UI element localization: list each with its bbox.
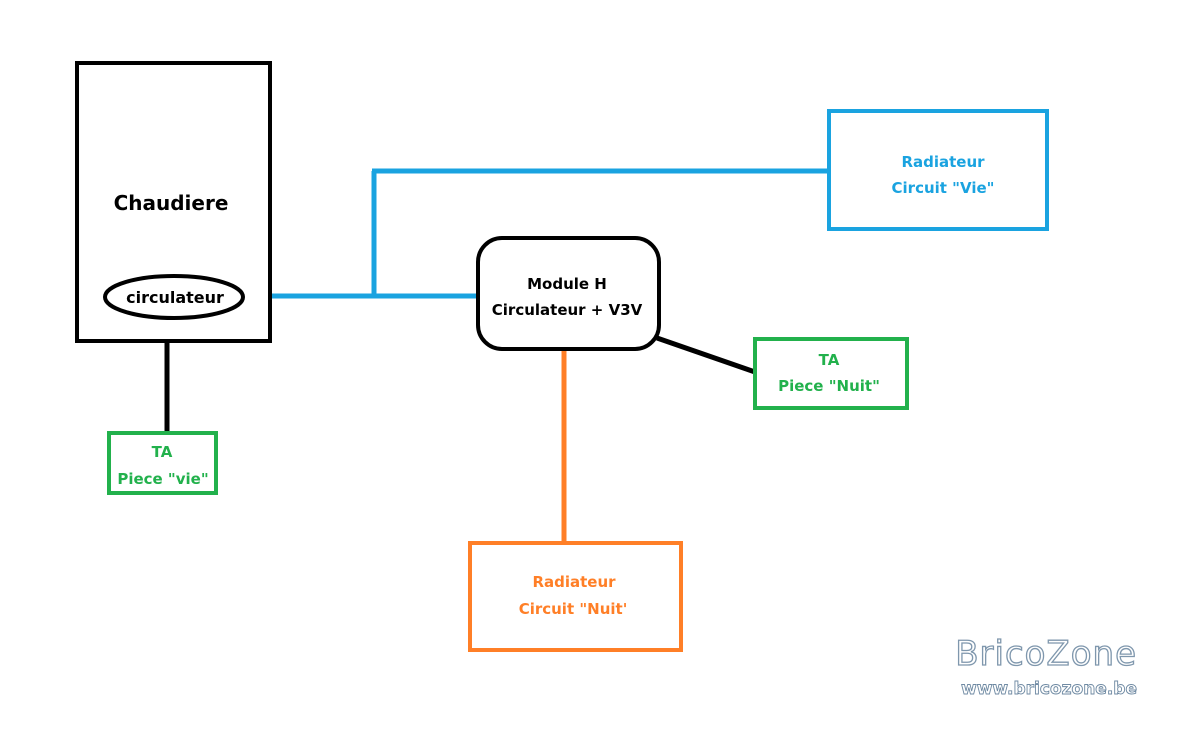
radiateur-vie-box: Radiateur Circuit "Vie" — [827, 109, 1049, 231]
chaudiere-label: Chaudiere — [114, 191, 229, 215]
circulateur-label: circulateur — [126, 288, 224, 307]
circulateur-ellipse: circulateur — [103, 274, 245, 320]
ta-nuit-line1: TA — [819, 351, 840, 369]
ta-nuit-box: TA Piece "Nuit" — [753, 337, 909, 410]
watermark-title: BricoZone — [955, 634, 1137, 674]
radiateur-vie-line1: Radiateur — [901, 153, 985, 171]
ta-vie-line1: TA — [152, 443, 173, 461]
watermark-url: www.bricozone.be — [961, 679, 1137, 699]
ta-nuit-line2: Piece "Nuit" — [778, 377, 880, 395]
module-h-line2: Circulateur + V3V — [492, 301, 643, 319]
bricozone-watermark: BricoZone www.bricozone.be — [955, 633, 1138, 699]
radiateur-nuit-box: Radiateur Circuit "Nuit' — [468, 541, 683, 652]
ta-vie-box: TA Piece "vie" — [107, 431, 218, 495]
module-h-box: Module H Circulateur + V3V — [476, 236, 661, 351]
wire-module-h-to-ta-nuit — [656, 335, 756, 375]
radiateur-nuit-line1: Radiateur — [532, 573, 616, 591]
radiateur-nuit-line2: Circuit "Nuit' — [519, 600, 628, 618]
ta-vie-line2: Piece "vie" — [117, 470, 208, 488]
radiateur-vie-line2: Circuit "Vie" — [892, 179, 995, 197]
module-h-line1: Module H — [527, 275, 607, 293]
connections — [164, 168, 831, 543]
